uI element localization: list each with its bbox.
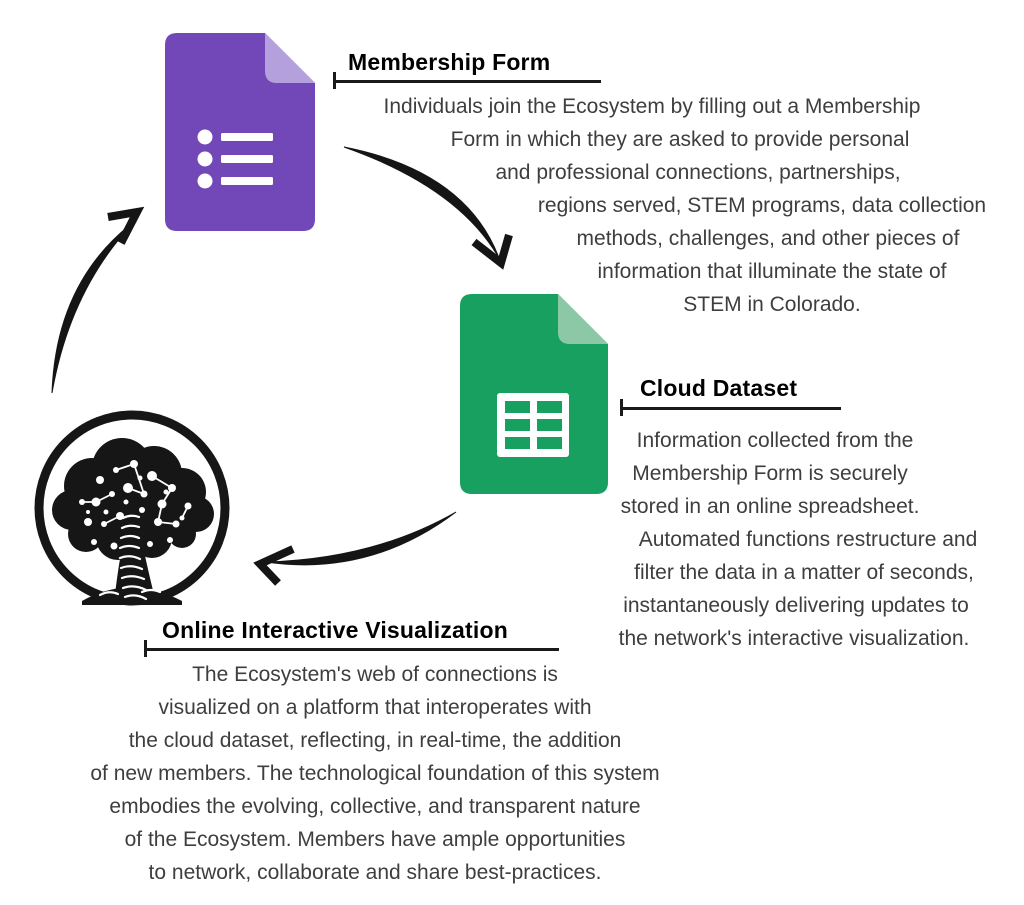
google-sheets-icon	[460, 294, 608, 494]
forms-list-glyph	[197, 129, 273, 189]
description-line: Individuals join the Ecosystem by fillin…	[383, 95, 921, 118]
online-interactive-visualization-underline-tick	[144, 640, 147, 657]
description-line: instantaneously delivering updates to	[623, 594, 969, 617]
description-line: The Ecosystem's web of connections is	[192, 663, 558, 686]
description-line: Form in which they are asked to provide …	[450, 128, 910, 151]
description-line: and professional connections, partnershi…	[495, 161, 901, 184]
description-line: the network's interactive visualization.	[618, 627, 970, 650]
description-line: Automated functions restructure and	[638, 528, 978, 551]
description-line: to network, collaborate and share best-p…	[148, 861, 602, 884]
membership-form-description: Individuals join the Ecosystem by fillin…	[350, 90, 1010, 321]
arrowhead-tree-to-forms-icon	[107, 206, 145, 245]
cloud-dataset-description: Information collected from the Membershi…	[570, 424, 1024, 655]
membership-form-underline-tick	[333, 72, 336, 89]
trunk-hatching	[98, 514, 162, 601]
description-line: information that illuminate the state of	[597, 260, 947, 283]
membership-form-underline	[334, 80, 601, 83]
arrowhead-sheets-to-tree-icon	[253, 545, 295, 586]
description-line: embodies the evolving, collective, and t…	[109, 795, 641, 818]
description-line: STEM in Colorado.	[683, 293, 861, 316]
description-line: of new members. The technological founda…	[90, 762, 660, 785]
online-interactive-visualization-description: The Ecosystem's web of connections is vi…	[28, 658, 722, 889]
forms-folded-corner	[265, 33, 315, 83]
arrowhead-forms-to-sheets-icon	[471, 233, 513, 270]
description-line: Information collected from the	[636, 429, 914, 452]
online-interactive-visualization-underline	[145, 648, 559, 651]
arrow-sheets-to-tree	[265, 511, 457, 566]
network-tree-logo	[34, 410, 230, 606]
cloud-dataset-underline-tick	[620, 399, 623, 416]
constellation-nodes	[79, 460, 192, 550]
description-line: regions served, STEM programs, data coll…	[537, 194, 987, 217]
description-line: visualized on a platform that interopera…	[158, 696, 592, 719]
sheets-table-glyph	[497, 393, 569, 457]
google-forms-icon	[165, 33, 315, 231]
cloud-dataset-underline	[621, 407, 841, 410]
description-line: of the Ecosystem. Members have ample opp…	[124, 828, 626, 851]
cloud-dataset-title: Cloud Dataset	[640, 375, 798, 401]
description-line: methods, challenges, and other pieces of	[576, 227, 960, 250]
membership-form-title: Membership Form	[348, 49, 551, 75]
online-interactive-visualization-title: Online Interactive Visualization	[162, 617, 508, 643]
sheets-folded-corner	[558, 294, 608, 344]
description-line: stored in an online spreadsheet.	[620, 495, 920, 518]
description-line: the cloud dataset, reflecting, in real-t…	[128, 729, 622, 752]
description-line: Membership Form is securely	[632, 462, 908, 485]
arrow-tree-to-forms	[51, 220, 136, 394]
description-line: filter the data in a matter of seconds,	[634, 561, 974, 584]
